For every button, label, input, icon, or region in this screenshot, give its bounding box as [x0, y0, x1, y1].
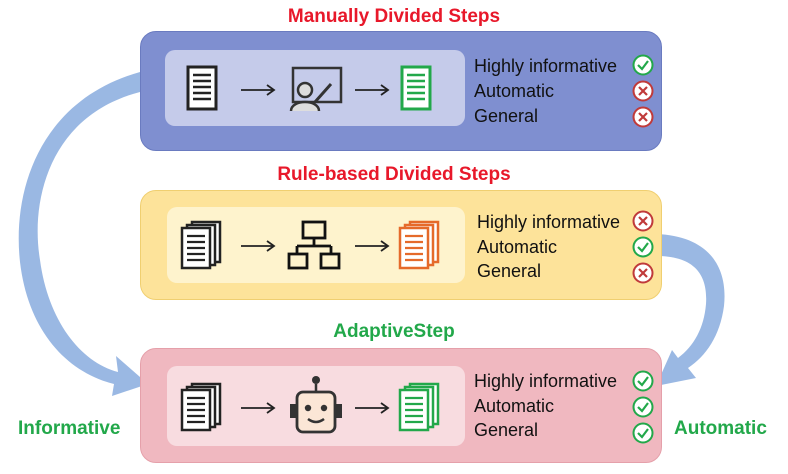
- cross-icon: [632, 106, 654, 128]
- teacher-icon: [289, 66, 343, 112]
- document-icon: [400, 65, 432, 111]
- documents-stack-icon: [398, 382, 440, 432]
- side-label-automatic: Automatic: [674, 418, 767, 439]
- check-icon: [632, 422, 654, 444]
- check-icon: [632, 236, 654, 258]
- criterion-label: Highly informative: [474, 56, 618, 76]
- right-curved-arrow: [656, 234, 725, 386]
- side-label-informative: Informative: [18, 418, 121, 439]
- panel-title-adaptivestep: AdaptiveStep: [333, 321, 455, 342]
- criterion-label: Automatic: [474, 396, 555, 416]
- cross-icon: [632, 262, 654, 284]
- arrow-right-icon: [241, 402, 276, 414]
- criterion-label: Automatic: [474, 81, 555, 101]
- document-icon: [186, 65, 218, 111]
- flowchart-icon: [287, 220, 341, 270]
- criterion-label: Automatic: [477, 237, 558, 257]
- criterion-label: Highly informative: [474, 371, 618, 391]
- check-icon: [632, 54, 654, 76]
- check-icon: [632, 370, 654, 392]
- documents-stack-icon: [398, 220, 440, 270]
- arrow-right-icon: [241, 84, 276, 96]
- panel-title-rule-based: Rule-based Divided Steps: [277, 164, 511, 185]
- arrow-right-icon: [355, 240, 390, 252]
- panel-title-manual: Manually Divided Steps: [287, 6, 501, 27]
- criterion-label: Highly informative: [477, 212, 621, 232]
- cross-icon: [632, 80, 654, 102]
- criterion-label: General: [474, 420, 539, 440]
- documents-stack-icon: [180, 382, 222, 432]
- criterion-label: General: [474, 106, 539, 126]
- arrow-right-icon: [241, 240, 276, 252]
- robot-icon: [290, 376, 342, 434]
- left-curved-arrow: [18, 72, 148, 396]
- arrow-right-icon: [355, 84, 390, 96]
- check-icon: [632, 396, 654, 418]
- criterion-label: General: [477, 261, 542, 281]
- documents-stack-icon: [180, 220, 222, 270]
- arrow-right-icon: [355, 402, 390, 414]
- cross-icon: [632, 210, 654, 232]
